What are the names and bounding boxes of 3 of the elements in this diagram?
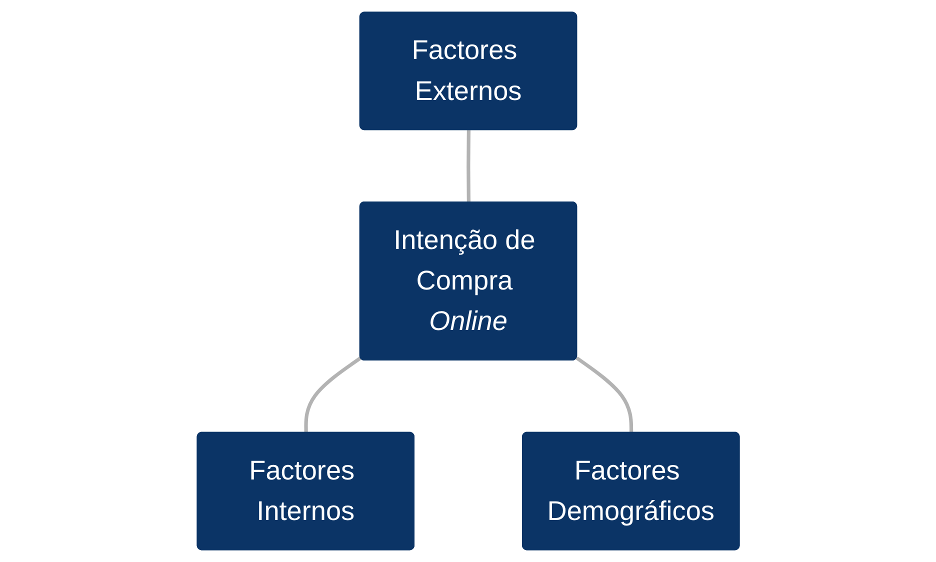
connector: [575, 356, 633, 433]
connector: [466, 130, 470, 202]
connector: [304, 356, 362, 433]
